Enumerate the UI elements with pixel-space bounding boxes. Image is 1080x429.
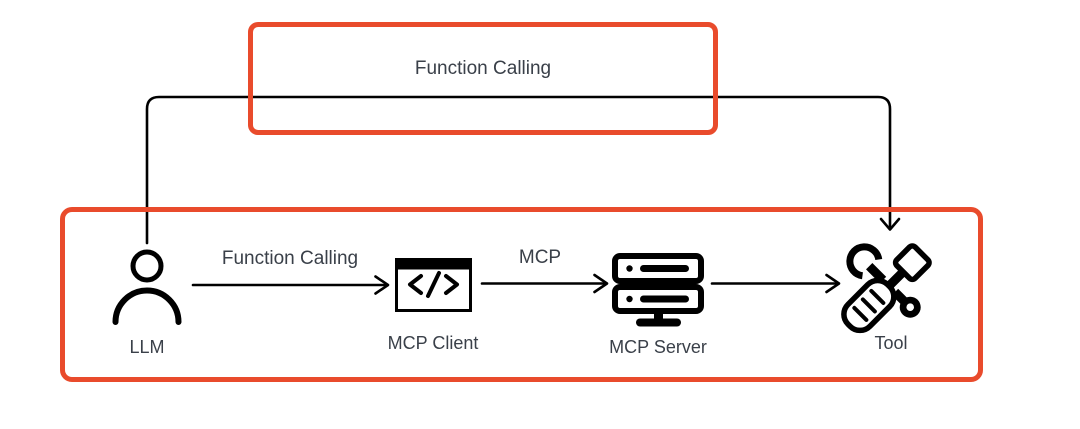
person-icon bbox=[112, 249, 182, 325]
loop-arrow-llm-to-tool bbox=[145, 95, 901, 245]
wrench-screwdriver-icon bbox=[841, 240, 932, 334]
code-window-icon bbox=[395, 258, 472, 312]
llm-label: LLM bbox=[129, 337, 165, 357]
mcp-client-label: MCP Client bbox=[387, 333, 479, 353]
arrowhead-right-icon bbox=[593, 273, 609, 294]
mcp-server-label: MCP Server bbox=[609, 337, 707, 357]
server-rack-icon bbox=[612, 253, 704, 327]
arrow-client-to-server bbox=[480, 273, 609, 294]
arrowhead-right-icon bbox=[825, 273, 841, 294]
arrowhead-right-icon bbox=[374, 275, 390, 295]
arrowhead-down-icon bbox=[879, 217, 901, 231]
edge-label-mcp: MCP bbox=[518, 247, 562, 268]
arrow-server-to-tool bbox=[710, 273, 841, 294]
tool-label: Tool bbox=[874, 333, 908, 353]
arrow-llm-to-client bbox=[191, 275, 390, 295]
edge-label-function-calling: Function Calling bbox=[221, 248, 359, 269]
